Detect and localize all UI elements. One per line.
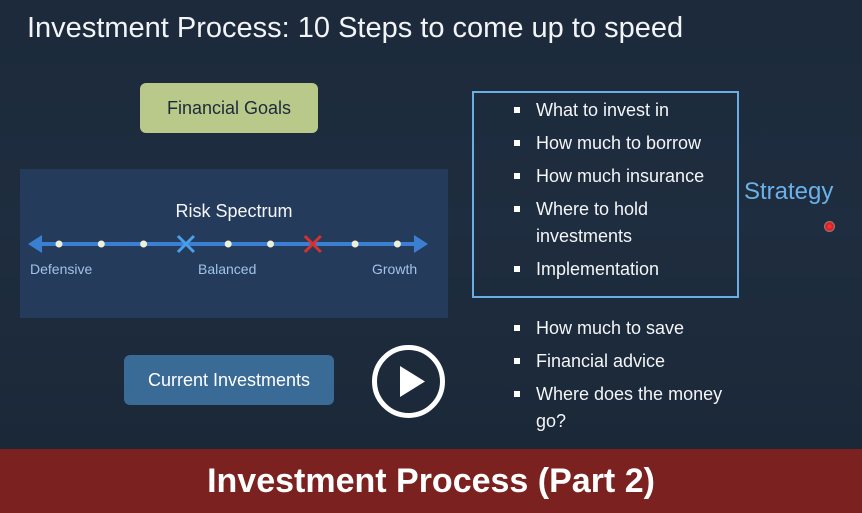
- red-x-marker-icon: [303, 234, 322, 254]
- defensive-label: Defensive: [30, 261, 93, 277]
- spectrum-dot: [351, 240, 359, 248]
- risk-spectrum-line: [28, 234, 428, 254]
- left-arrow-icon: [28, 235, 42, 253]
- growth-label: Growth: [372, 261, 418, 277]
- title-banner: Investment Process (Part 2): [0, 449, 862, 513]
- strategy-box: [472, 91, 739, 298]
- list-item: What to invest in: [506, 97, 734, 124]
- spectrum-dot: [267, 240, 274, 248]
- financial-goals-label: Financial Goals: [166, 97, 292, 118]
- financial-goals-box: Financial Goals: [140, 83, 318, 133]
- video-slide: Investment Process: 10 Steps to come up …: [0, 0, 862, 449]
- risk-spectrum-panel: Risk Spectrum Defensive Balanced Growth: [20, 169, 448, 318]
- spectrum-dot: [97, 240, 105, 248]
- spectrum-dot: [140, 240, 148, 248]
- current-investments-label: Current Investments: [147, 369, 311, 390]
- list-item: How much insurance: [506, 163, 734, 190]
- strategy-label: Strategy: [744, 178, 834, 205]
- strategy-list: What to invest in How much to borrow How…: [506, 97, 734, 289]
- list-item: How much to borrow: [506, 130, 734, 157]
- banner-title: Investment Process (Part 2): [207, 461, 655, 500]
- list-item: Implementation: [506, 256, 734, 283]
- list-item: Where to hold investments: [506, 196, 734, 250]
- list-item: How much to save: [506, 315, 734, 342]
- list-item: Where does the money go?: [506, 381, 734, 435]
- list-item: Financial advice: [506, 348, 734, 375]
- spectrum-dot: [55, 240, 63, 248]
- balanced-label: Balanced: [198, 261, 257, 277]
- blue-x-marker-icon: [176, 234, 195, 254]
- other-items-list: How much to save Financial advice Where …: [506, 315, 734, 441]
- play-icon: [400, 366, 425, 397]
- current-investments-box: Current Investments: [124, 355, 334, 405]
- risk-spectrum-title: Risk Spectrum: [175, 201, 293, 221]
- spectrum-dot: [393, 240, 401, 248]
- laser-pointer-icon: [824, 221, 835, 232]
- right-arrow-icon: [414, 235, 428, 253]
- play-button[interactable]: [372, 345, 445, 418]
- slide-title: Investment Process: 10 Steps to come up …: [27, 12, 684, 44]
- spectrum-dot: [224, 240, 232, 248]
